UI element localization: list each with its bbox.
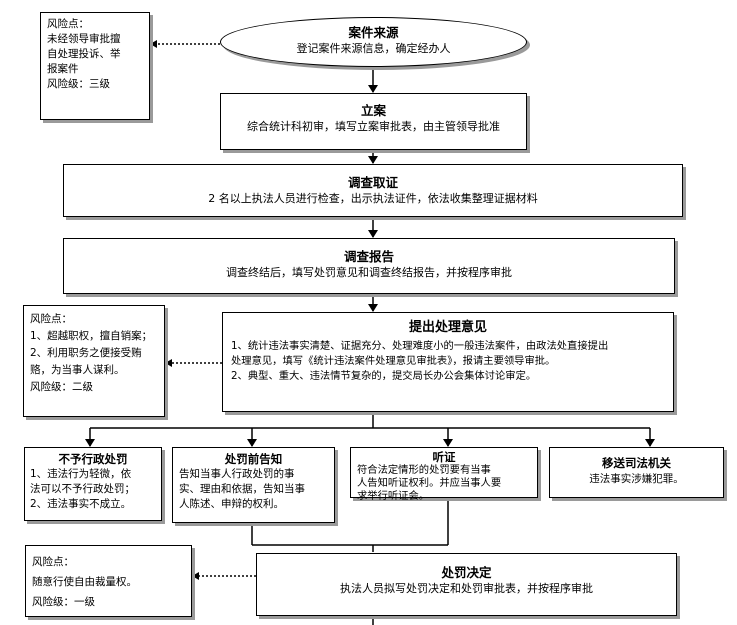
pre-notice-line: 告知当事人行政处罚的事 xyxy=(179,468,295,480)
risk-level: 风险级：一级 xyxy=(32,596,95,608)
no-penalty-line: 法可以不予行政处罚； xyxy=(30,483,135,495)
hearing-line: 人告知听证权利。并应当事人要 xyxy=(357,477,502,489)
no-penalty-line: 2、违法事实不成立。 xyxy=(30,498,132,510)
risk-line: 随意行使自由裁量权。 xyxy=(32,576,137,588)
risk-level: 风险级：二级 xyxy=(30,381,93,393)
hearing-line: 符合法定情形的处罚要有当事 xyxy=(357,464,491,476)
risk-label: 风险点： xyxy=(32,556,74,568)
report-node: 调查报告 调查终结后，填写处罚意见和调查终结报告，并按程序审批 xyxy=(63,238,675,294)
investigation-title: 调查取证 xyxy=(347,175,398,190)
risk-line: 未经领导审批擅 xyxy=(47,33,121,45)
filing-desc: 综合统计科初审，填写立案审批表，由主管领导批准 xyxy=(247,120,500,133)
transfer-title: 移送司法机关 xyxy=(602,456,671,470)
case-source-title: 案件来源 xyxy=(348,25,399,40)
no-penalty-line: 1、违法行为轻微，依 xyxy=(30,468,132,480)
proposal-node: 提出处理意见 1、统计违法事实清楚、证据充分、处理难度小的一般违法案件，由政法处… xyxy=(222,312,674,412)
risk-line: 报案件 xyxy=(47,63,79,75)
case-source-desc: 登记案件来源信息，确定经办人 xyxy=(296,42,451,55)
decision-node: 处罚决定 执法人员拟写处罚决定和处罚审批表，并按程序审批 xyxy=(256,553,677,616)
transfer-node: 移送司法机关 违法事实涉嫌犯罪。 xyxy=(549,447,724,498)
risk-box-level-1: 风险点： 随意行使自由裁量权。 风险级：一级 xyxy=(25,545,192,617)
risk-box-level-2: 风险点： 1、超越职权，擅自销案； 2、利用职务之便接受贿 赂，为当事人谋利。 … xyxy=(23,305,165,417)
risk-box-level-3: 风险点： 未经领导审批擅 自处理投诉、举 报案件 风险级：三级 xyxy=(40,12,150,120)
filing-title: 立案 xyxy=(360,103,386,118)
risk-line: 赂，为当事人谋利。 xyxy=(30,364,125,376)
case-source-node: 案件来源 登记案件来源信息，确定经办人 xyxy=(220,17,527,67)
risk-line: 自处理投诉、举 xyxy=(47,48,121,60)
proposal-line: 1、统计违法事实清楚、证据充分、处理难度小的一般违法案件，由政法处直接提出 xyxy=(231,340,609,352)
risk-line: 2、利用职务之便接受贿 xyxy=(30,347,142,359)
no-penalty-title: 不予行政处罚 xyxy=(58,452,128,466)
hearing-line: 求举行听证会。 xyxy=(357,490,430,502)
decision-desc: 执法人员拟写处罚决定和处罚审批表，并按程序审批 xyxy=(340,582,593,595)
pre-notice-line: 人陈述、申辩的权利。 xyxy=(179,498,284,510)
proposal-line: 2、典型、重大、违法情节复杂的，提交局长办公会集体讨论审定。 xyxy=(231,370,537,382)
report-title: 调查报告 xyxy=(343,249,394,264)
risk-label: 风险点： xyxy=(47,18,89,30)
investigation-node: 调查取证 2 名以上执法人员进行检查，出示执法证件，依法收集整理证据材料 xyxy=(63,164,683,217)
risk-line: 1、超越职权，擅自销案； xyxy=(30,330,153,342)
transfer-desc: 违法事实涉嫌犯罪。 xyxy=(589,473,684,485)
decision-title: 处罚决定 xyxy=(441,565,492,580)
hearing-node: 听证 符合法定情形的处罚要有当事 人告知听证权利。并应当事人要 求举行听证会。 xyxy=(350,447,538,502)
no-penalty-node: 不予行政处罚 1、违法行为轻微，依 法可以不予行政处罚； 2、违法事实不成立。 xyxy=(24,447,162,521)
pre-notice-node: 处罚前告知 告知当事人行政处罚的事 实、理由和依据，告知当事 人陈述、申辩的权利… xyxy=(172,447,335,523)
filing-node: 立案 综合统计科初审，填写立案审批表，由主管领导批准 xyxy=(220,93,527,150)
risk-level: 风险级：三级 xyxy=(47,78,110,90)
hearing-title: 听证 xyxy=(432,450,456,464)
report-desc: 调查终结后，填写处罚意见和调查终结报告，并按程序审批 xyxy=(226,266,512,279)
investigation-desc: 2 名以上执法人员进行检查，出示执法证件，依法收集整理证据材料 xyxy=(208,192,538,205)
pre-notice-title: 处罚前告知 xyxy=(224,452,283,466)
proposal-line: 处理意见，填写《统计违法案件处理意见审批表》，报请主要领导审批。 xyxy=(231,355,556,367)
pre-notice-line: 实、理由和依据，告知当事 xyxy=(179,483,305,495)
risk-label: 风险点： xyxy=(30,313,72,325)
proposal-title: 提出处理意见 xyxy=(408,320,487,335)
